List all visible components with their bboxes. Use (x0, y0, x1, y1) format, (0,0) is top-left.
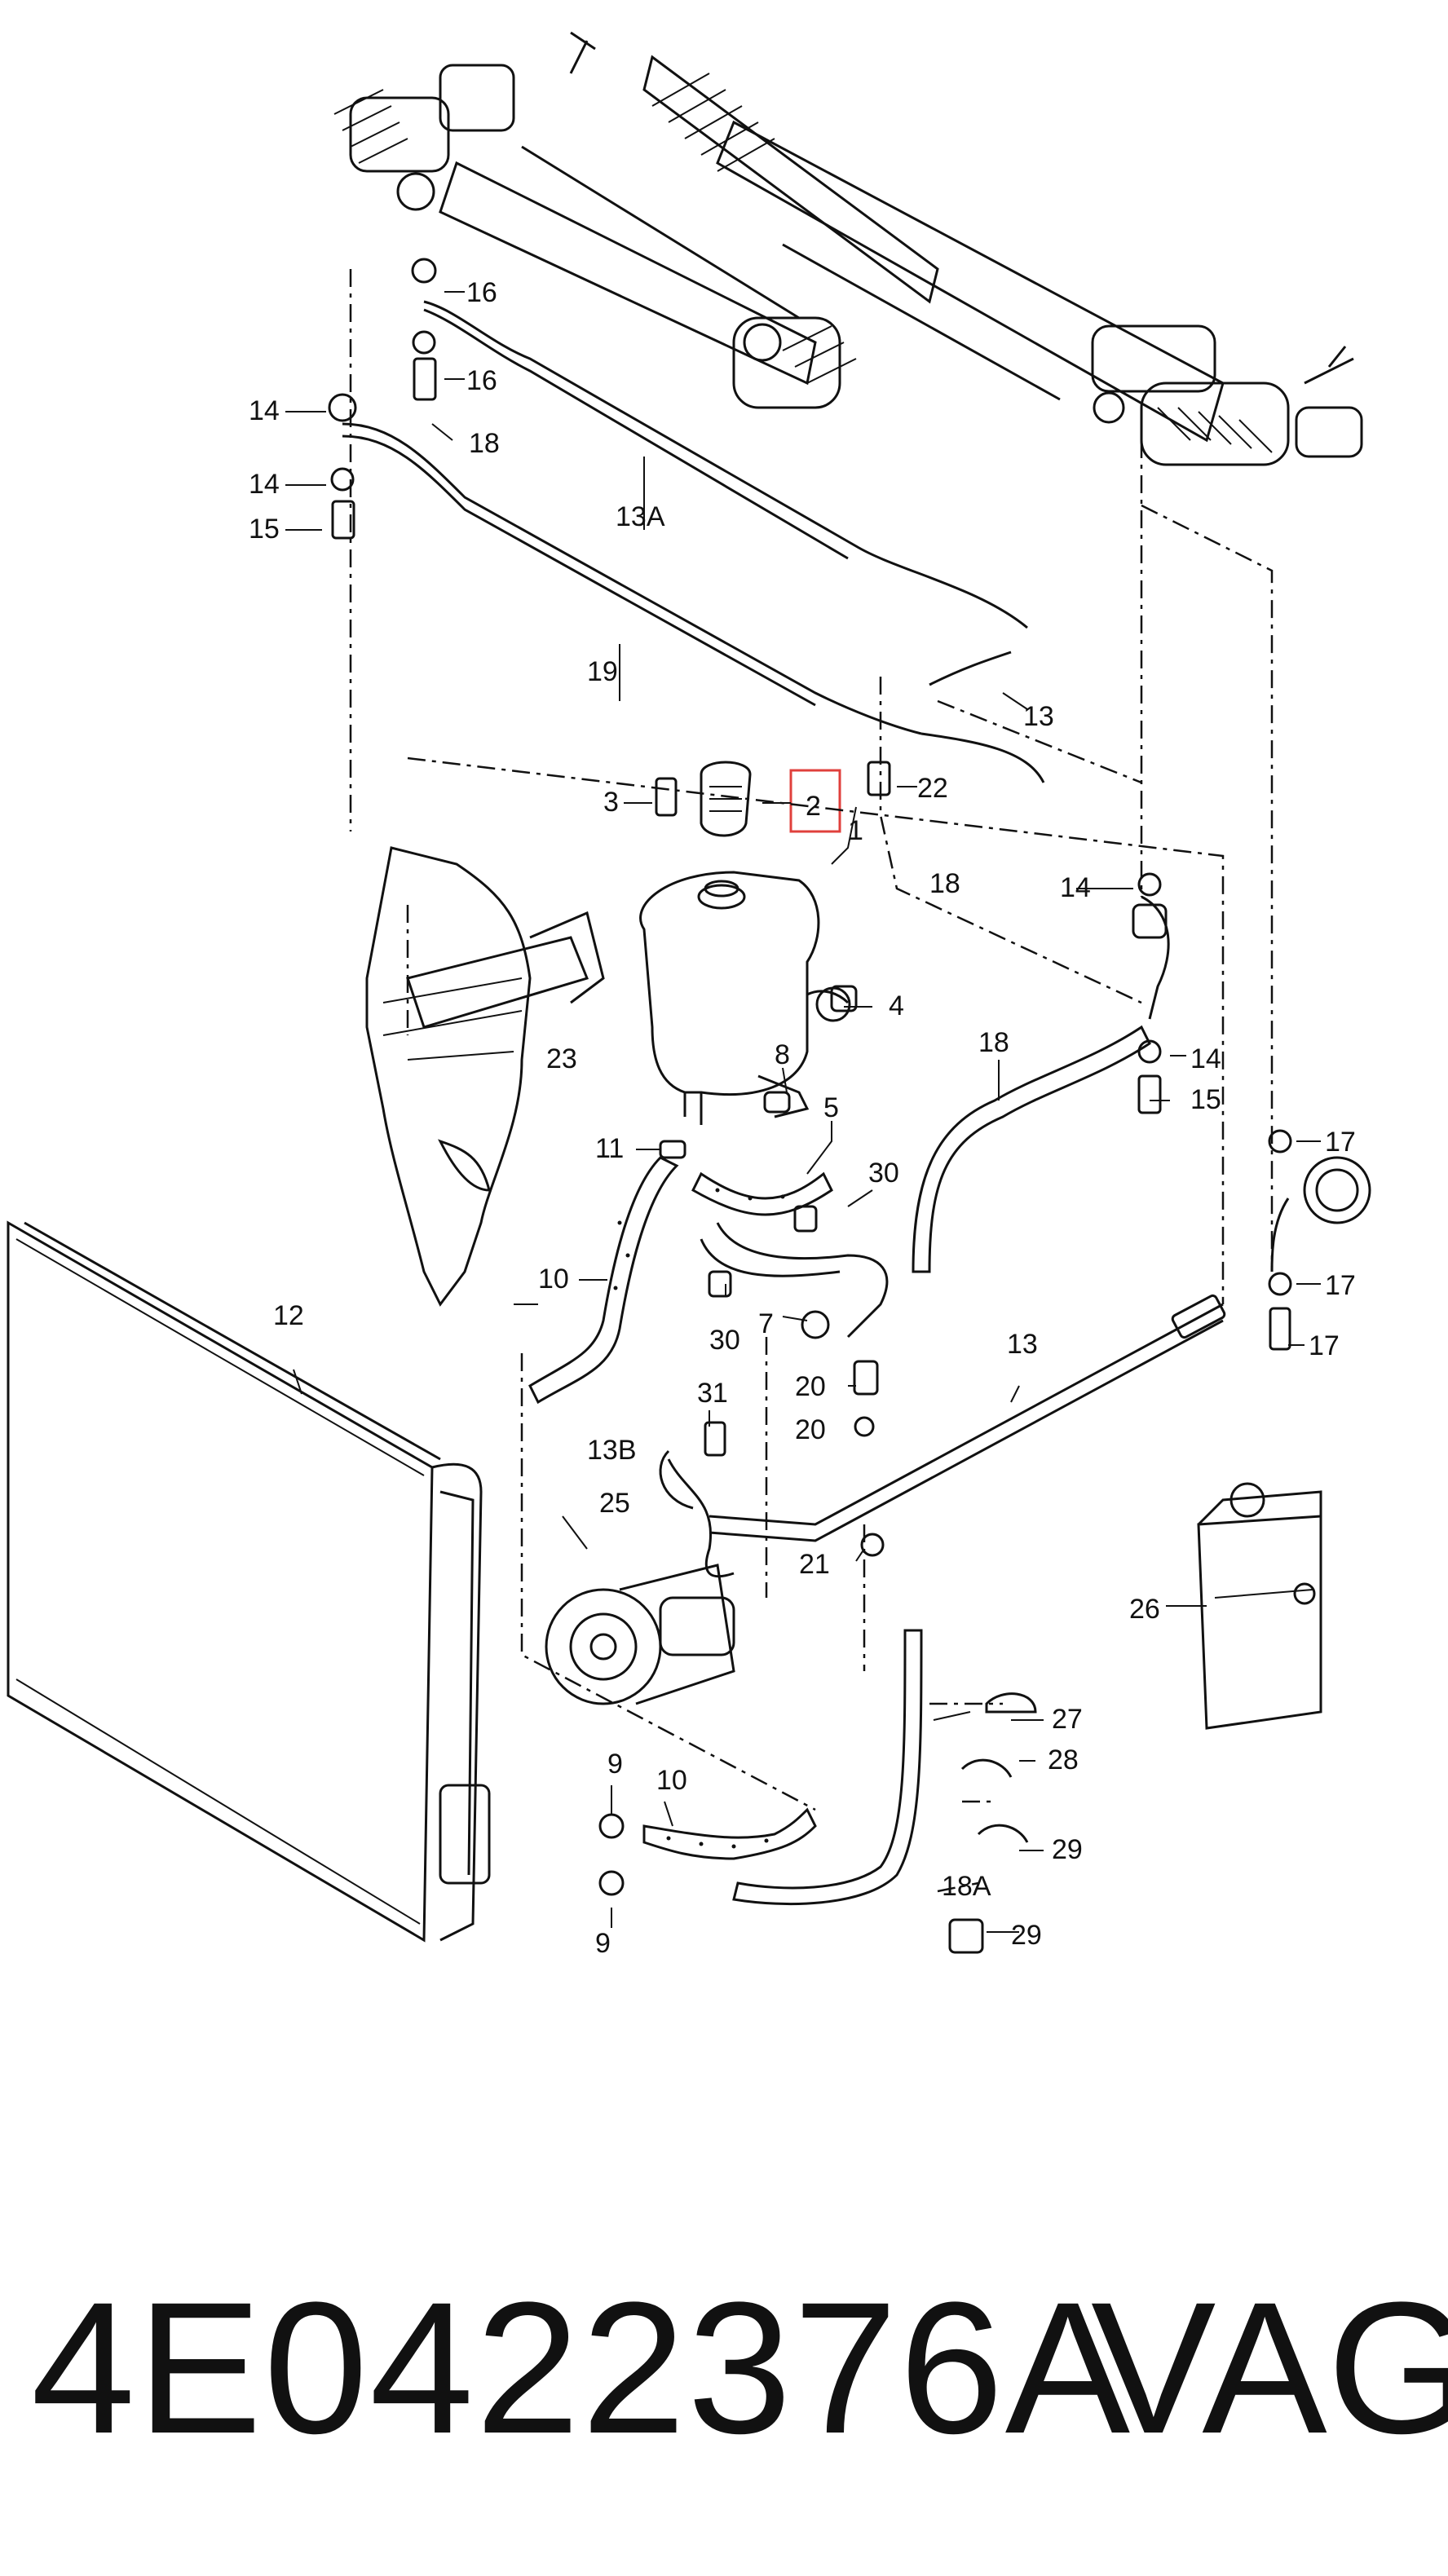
brand-label: VAG (1091, 2263, 1448, 2472)
callout-17-right: 17 (1309, 1330, 1340, 1361)
callout-19: 20 (795, 1371, 826, 1402)
callout-27: 28 (1048, 1745, 1079, 1775)
callout-9-a: 9 (607, 1749, 623, 1780)
callout-16-right-a: 17 (1325, 1127, 1356, 1158)
callout-9-b: 9 (595, 1928, 611, 1959)
callout-12: 12 (273, 1300, 304, 1331)
callout-31: 31 (697, 1378, 728, 1409)
callout-14-a: 14 (249, 395, 280, 426)
callout-14-d: 14 (1190, 1043, 1221, 1074)
reference-lines (349, 269, 1274, 1893)
callout-5: 5 (823, 1092, 839, 1123)
callout-13a: 13A (616, 501, 665, 532)
callout-20-a: 20 (795, 1414, 826, 1445)
hoses (528, 1025, 1151, 1906)
callout-25: 26 (1129, 1594, 1160, 1625)
steering-rack (333, 31, 1363, 466)
callout-14-c: 14 (1060, 872, 1091, 903)
pump (545, 1564, 735, 1705)
callout-1: 1 (848, 815, 863, 846)
callout-16-right-b: 17 (1325, 1270, 1356, 1301)
pump-lines (659, 1222, 1226, 1578)
oil-can (1197, 1482, 1322, 1730)
right-line (1132, 895, 1371, 1273)
pressure-lines (342, 300, 1045, 783)
callout-13-top: 13 (1023, 701, 1054, 732)
exploded-parts-diagram: 16 16 18 14 14 15 13A 19 13 22 2 1 3 18 … (7, 31, 1371, 1959)
callout-16-top: 16 (466, 277, 497, 308)
part-number-label: 4E0422376A (31, 2263, 1132, 2472)
callout-18-mid: 18 (929, 868, 960, 899)
callout-10-a: 10 (538, 1264, 569, 1295)
callout-13-mid: 13 (1007, 1329, 1038, 1360)
callout-28: 29 (1052, 1834, 1083, 1865)
reservoir (639, 761, 858, 1125)
callout-11: 11 (595, 1133, 624, 1164)
cooler (7, 1220, 491, 1943)
callout-20-b: 21 (799, 1549, 830, 1580)
highlight-box (789, 769, 841, 833)
callout-30-a: 30 (868, 1158, 899, 1189)
callout-15-a: 15 (249, 514, 280, 545)
callout-17-top: 18 (469, 428, 500, 459)
callout-22: 23 (546, 1043, 577, 1074)
leader-lines (285, 291, 1321, 1933)
callout-labels: 16 16 18 14 14 15 13A 19 13 22 2 1 3 18 … (249, 277, 1356, 1959)
callout-23: 25 (599, 1488, 630, 1519)
callout-18-bottom: 18A (942, 1871, 991, 1902)
callout-14-b: 14 (249, 469, 280, 500)
callout-7: 7 (758, 1308, 774, 1339)
callout-10-b: 10 (656, 1765, 687, 1796)
callout-18-right: 18 (978, 1027, 1009, 1058)
callout-15-b: 15 (1190, 1084, 1221, 1115)
callout-4: 4 (889, 990, 904, 1021)
callout-13b: 13B (587, 1435, 637, 1466)
hardware (328, 258, 1292, 1954)
callout-21: 22 (917, 773, 948, 804)
callout-18a: 19 (587, 656, 618, 687)
hose-texture (613, 1188, 785, 1849)
callout-8: 8 (775, 1039, 790, 1070)
callout-26: 27 (1052, 1704, 1083, 1735)
callout-16-upper: 16 (466, 365, 497, 396)
callout-30-b: 30 (709, 1325, 740, 1356)
callout-2: 2 (806, 791, 821, 822)
callout-29: 29 (1011, 1920, 1042, 1951)
callout-3: 3 (603, 787, 619, 818)
bracket (365, 846, 605, 1307)
